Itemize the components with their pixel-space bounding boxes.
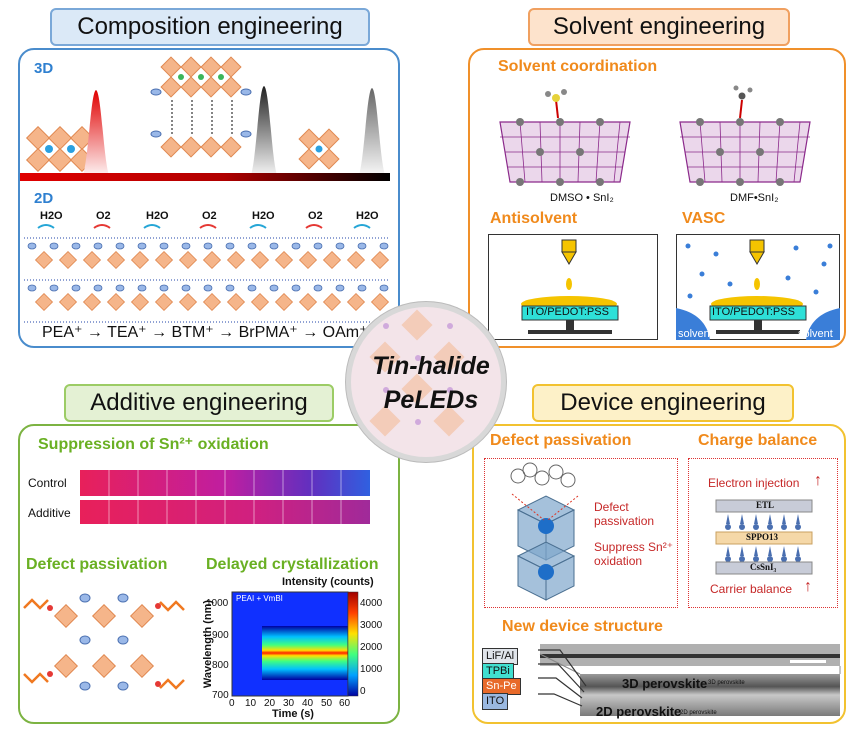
perov2d-label: 2D perovskite <box>596 704 682 719</box>
defect-box <box>484 458 678 608</box>
ctick-0: 4000 <box>360 598 383 609</box>
ctick-2: 2000 <box>360 642 383 653</box>
gas-2: H2O <box>146 210 169 222</box>
layer-tpbi: TPBi <box>482 663 514 680</box>
sppo-label: SPPO13 <box>746 532 779 542</box>
gas-4: H2O <box>252 210 275 222</box>
solvent-coordination-label: Solvent coordination <box>498 58 658 75</box>
cssni-label: CsSnI₃ <box>750 562 777 572</box>
antisolvent-substrate: ITO/PEDOT:PSS <box>526 306 609 318</box>
antisolvent-box <box>488 234 658 340</box>
xtick-3: 30 <box>283 698 295 709</box>
layer-snpe: Sn-Pe <box>482 678 521 695</box>
additive-title: Additive engineering <box>64 384 334 422</box>
composition-2d-lattice <box>24 224 390 323</box>
xtick-6: 60 <box>339 698 351 709</box>
charge-balance-stack <box>715 499 813 575</box>
xtick-4: 40 <box>302 698 314 709</box>
additive-defect-label: Defect passivation <box>26 556 168 573</box>
label-2d: 2D <box>34 190 54 207</box>
label-3d: 3D <box>34 60 54 77</box>
cation-series: PEA⁺ → TEA⁺ → BTM⁺ → BrPMA⁺ → OAm⁺ <box>42 324 368 341</box>
carrier-arrow-up: ↑ <box>804 578 812 595</box>
heatmap-title: Intensity (counts) <box>282 576 374 588</box>
device-defect-structure <box>510 462 579 601</box>
small3d-label: 3D perovskite <box>708 680 745 686</box>
ytick-2: 800 <box>212 660 229 671</box>
xtick-2: 20 <box>264 698 276 709</box>
electron-arrow-up: ↑ <box>814 472 822 489</box>
gas-5: O2 <box>308 210 323 222</box>
xtick-5: 50 <box>321 698 333 709</box>
row-additive: Additive <box>28 506 71 520</box>
device-title: Device engineering <box>532 384 794 422</box>
ytick-0: 1000 <box>206 598 229 609</box>
sem-cross-section <box>538 644 841 716</box>
heatmap-inset: PEAI + VmBI <box>236 594 283 603</box>
layer-lif: LiF/Al <box>482 648 519 665</box>
ctick-4: 0 <box>360 686 366 697</box>
heatmap-colorbar <box>347 591 359 697</box>
ytick-1: 900 <box>212 630 229 641</box>
dmf-label: DMF•SnI₂ <box>730 192 779 204</box>
lattice-3d-middle <box>160 56 242 158</box>
suppress-text-2: oxidation <box>594 554 643 568</box>
charge-box <box>688 458 838 608</box>
vasc-label: VASC <box>682 210 726 227</box>
electron-injection: Electron injection <box>708 476 800 490</box>
delayed-heatmap <box>231 591 349 697</box>
perov3d-label: 3D perovskite <box>622 676 708 691</box>
solvent-crystal-illustration <box>499 85 811 186</box>
gas-3: O2 <box>202 210 217 222</box>
xtick-0: 0 <box>229 698 235 709</box>
oxidation-strip <box>80 470 370 524</box>
dmf-molecule <box>733 85 753 119</box>
heatmap-xlabel: Time (s) <box>272 708 314 720</box>
antisolvent-label: Antisolvent <box>490 210 578 227</box>
suppress-text-1: Suppress Sn²⁺ <box>594 540 674 554</box>
composition-title: Composition engineering <box>50 8 370 46</box>
vasc-box <box>676 234 840 340</box>
device-defect-label: Defect passivation <box>490 432 632 449</box>
vasc-solvent-left: solvent <box>678 328 713 340</box>
composition-3d-illustration <box>20 56 390 181</box>
lattice-3d-left <box>25 125 95 173</box>
xtick-1: 10 <box>245 698 257 709</box>
center-title-line2: PeLEDs <box>383 386 479 414</box>
lattice-3d-right <box>298 128 340 170</box>
row-control: Control <box>28 476 67 490</box>
carrier-balance: Carrier balance <box>710 582 793 596</box>
delayed-label: Delayed crystallization <box>206 556 379 573</box>
dmso-molecule <box>545 89 567 119</box>
gas-1: O2 <box>96 210 111 222</box>
defect-text-1: Defect <box>594 500 629 514</box>
ctick-3: 1000 <box>360 664 383 675</box>
solvent-title: Solvent engineering <box>528 8 790 46</box>
suppression-label: Suppression of Sn²⁺ oxidation <box>38 436 269 453</box>
defect-text-2: passivation <box>594 514 655 528</box>
vasc-substrate: ITO/PEDOT:PSS <box>712 306 795 318</box>
vasc-solvent-right: solvent <box>798 328 833 340</box>
layer-ito: ITO <box>482 693 509 710</box>
ytick-3: 700 <box>212 690 229 701</box>
charge-balance-label: Charge balance <box>698 432 818 449</box>
vasc-illustration <box>676 239 840 340</box>
dmso-label: DMSO • SnI₂ <box>550 192 614 204</box>
center-lattice-pattern <box>369 309 465 437</box>
gas-6: H2O <box>356 210 379 222</box>
small2d-label: 2D perovskite <box>680 710 717 716</box>
antisolvent-illustration <box>521 239 619 334</box>
new-structure-label: New device structure <box>502 618 663 635</box>
center-title-line1: Tin-halide <box>372 352 490 380</box>
gas-0: H2O <box>40 210 63 222</box>
etl-label: ETL <box>756 500 775 510</box>
heatmap-ylabel: Wavelength (nm) <box>202 599 215 689</box>
ctick-1: 3000 <box>360 620 383 631</box>
additive-passivation-structure <box>23 593 185 691</box>
